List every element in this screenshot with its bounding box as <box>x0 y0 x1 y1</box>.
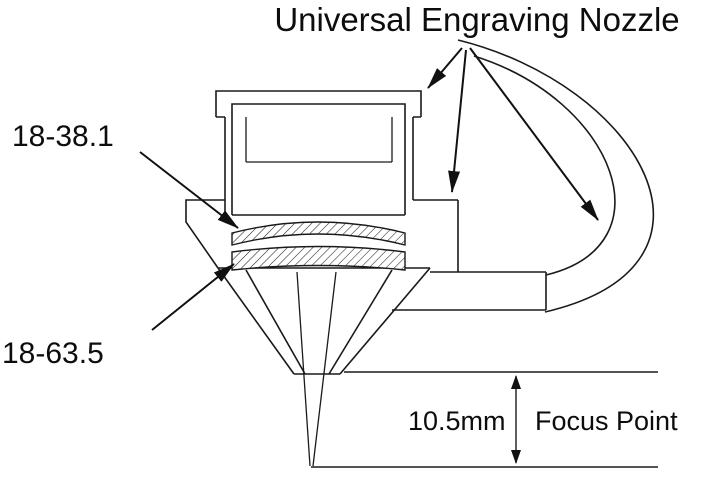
air-tube-inner-arc <box>473 55 616 276</box>
label-focus-point: Focus Point <box>535 406 678 436</box>
air-tube-arc <box>457 39 654 313</box>
cap-outer <box>215 90 422 117</box>
label-lens-top: 18-38.1 <box>12 120 114 153</box>
callout-arrow-lower-lens <box>151 263 235 331</box>
diagram-title: Universal Engraving Nozzle <box>274 1 679 38</box>
laser-beam <box>296 271 337 467</box>
title-callout-arrows <box>427 47 599 221</box>
left-housing-step <box>185 199 225 269</box>
callout-arrow-tube <box>469 47 599 221</box>
label-focal-distance: 10.5mm <box>408 406 506 436</box>
label-lens-bottom: 18-63.5 <box>2 337 104 370</box>
callout-arrow-bracket <box>448 49 467 193</box>
nozzle-cone <box>217 267 431 375</box>
callout-arrow-cap <box>427 47 463 89</box>
cap-recess <box>231 103 406 117</box>
lens-callout-arrows <box>139 151 239 331</box>
focus-dimension <box>311 371 658 468</box>
callout-arrow-upper-lens <box>139 151 239 229</box>
upper-focus-lens <box>231 221 406 246</box>
tube-mount-bracket <box>392 199 547 311</box>
lower-focus-lens <box>231 245 406 271</box>
barrel-walls <box>224 117 414 218</box>
air-tube-outer-arc <box>457 39 654 313</box>
inner-sleeve <box>245 117 393 163</box>
